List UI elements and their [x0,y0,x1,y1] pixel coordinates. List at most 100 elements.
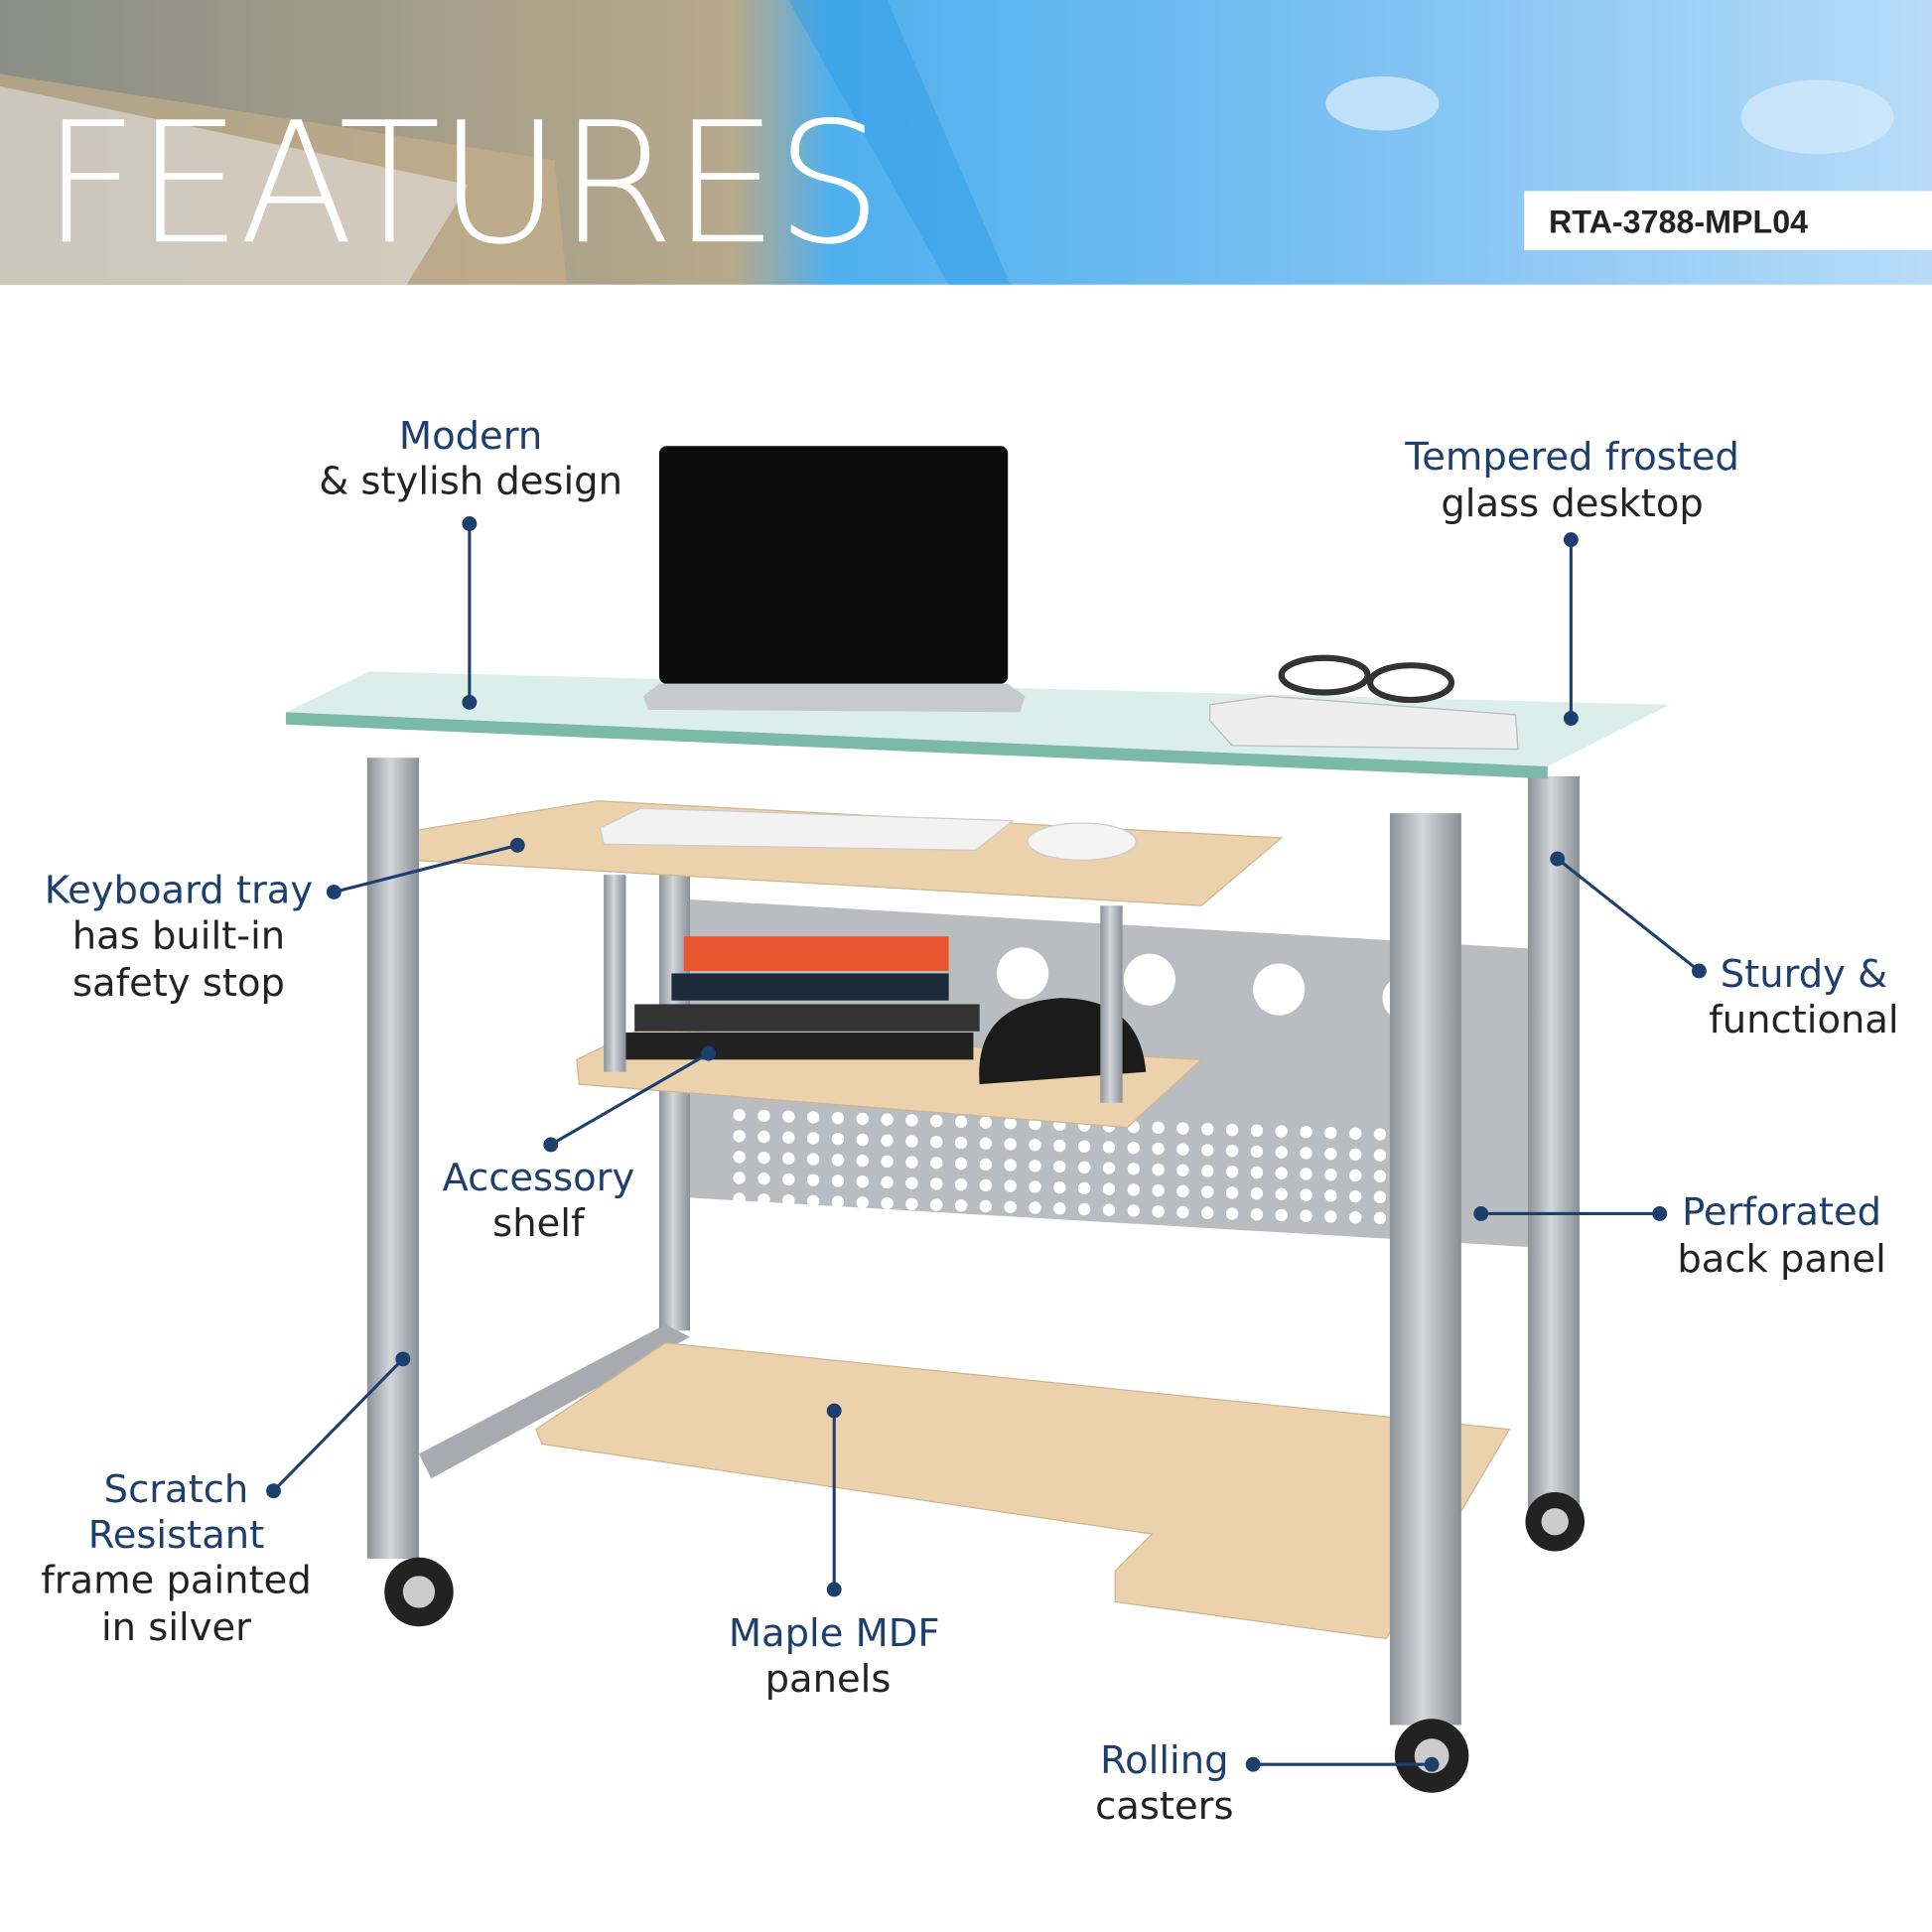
perforation-hole [1152,1183,1165,1197]
perforation-hole [1029,1138,1041,1152]
keyboard-backdrop [0,85,469,285]
perforation-hole [1324,1169,1337,1181]
perforation-hole [979,1137,993,1150]
perforation-hole [1102,1203,1116,1216]
laptop-base [642,683,1026,713]
perforation-hole [758,1151,770,1165]
bottom-shelf [535,1342,1511,1640]
perforation-hole [930,1157,943,1170]
perforation-hole [1373,1170,1387,1182]
perforation-hole [905,1114,918,1127]
perforation-hole [1176,1184,1189,1198]
perforation-hole [831,1174,845,1187]
perforation-hole [758,1130,770,1144]
books [616,936,980,1060]
perforation-hole [1102,1162,1116,1174]
callout-modern: Modern [399,414,542,459]
perforation-hole [1127,1204,1140,1217]
glass-fastener-icon [1740,79,1894,155]
perforation-hole [1004,1138,1017,1151]
perforation-hole [782,1110,795,1123]
callout-maple-desc: panels [765,1657,892,1702]
perforation-hole [1225,1144,1239,1158]
model-number: RTA-3788-MPL04 [1549,205,1808,240]
callout-glass-desc: glass desktop [1441,482,1703,526]
callout-accessory-desc: shelf [492,1201,586,1246]
perforation-hole [831,1154,845,1167]
banner-title: FEATURES [42,85,880,281]
perforation-hole [1102,1182,1116,1195]
perforation-hole [1348,1189,1362,1203]
perforation-hole [905,1135,918,1148]
perforation-hole [1201,1144,1214,1157]
perforation-hole [954,1199,968,1212]
callout-rolling-desc: casters [1095,1784,1233,1829]
perforation-hole [733,1172,746,1184]
perforation-hole [782,1152,795,1166]
callout-scratch-desc-2: in silver [101,1605,251,1650]
perforation-hole [856,1133,869,1147]
perforation-hole [1176,1205,1189,1219]
perforation-hole [1029,1180,1041,1193]
callout-sturdy-desc: functional [1709,998,1898,1042]
perforation-hole [1225,1207,1239,1220]
perforation-hole [1077,1202,1091,1216]
perforation-hole [881,1196,894,1210]
perforation-hole [1250,1145,1264,1159]
perforation-hole [1300,1209,1312,1222]
casters [384,1491,1586,1793]
perforation-hole [782,1193,795,1207]
laptop-screen [658,446,1009,684]
front-right-leg [1389,813,1461,1725]
perforation-hole [1348,1127,1362,1140]
keyboard [599,807,1015,851]
perforation-hole [1373,1128,1387,1141]
callout-keyboard-tray: Keyboard tray [45,869,313,913]
perforation-hole [979,1158,993,1172]
perforation-hole [782,1131,795,1144]
perforation-hole [1004,1179,1017,1192]
mouse [1027,822,1137,861]
callout-rolling: Rolling [1100,1738,1228,1783]
perforation-hole [1324,1126,1337,1140]
perforation-hole [954,1177,968,1191]
perforation-hole [1324,1189,1337,1202]
perforation-hole [1300,1147,1312,1160]
callout-modern-desc: & stylish design [319,460,622,504]
perforation-hole [1275,1125,1288,1138]
perforation-hole [1201,1206,1214,1219]
perforation-hole [905,1197,918,1210]
perforation-hole [1275,1187,1288,1201]
perforation-hole [856,1174,869,1188]
perforation-hole [1077,1181,1091,1195]
perforation-hole [1250,1124,1264,1138]
perforation-hole [1004,1117,1017,1130]
perforation-hole [1201,1185,1214,1198]
perforation-hole [856,1112,869,1126]
perforation-hole [1201,1123,1214,1136]
perforation-hole [930,1198,943,1211]
perforation-hole [1373,1190,1387,1204]
front-left-leg [366,758,419,1559]
perforation-hole [1152,1142,1165,1156]
callout-sturdy: Sturdy & [1721,952,1887,997]
perforation-hole [1029,1201,1041,1214]
perforation-hole [1127,1163,1140,1175]
perforation-hole [806,1132,820,1145]
callout-glass: Tempered frosted [1404,435,1739,480]
perforation-hole [905,1176,918,1189]
perforation-hole [1029,1160,1041,1173]
perforation-hole [831,1133,845,1146]
perforation-hole [1225,1123,1239,1137]
perforation-hole [806,1111,820,1124]
perforation-hole [1324,1210,1337,1223]
perforation-hole [1127,1183,1140,1196]
perforation-hole [1275,1208,1288,1222]
perforation-hole [1053,1180,1066,1194]
callout-keyboard-desc-2: safety stop [72,961,285,1006]
perforation-hole [1348,1148,1362,1162]
callout-keyboard-desc-1: has built-in [72,914,285,959]
perforation-hole [1373,1211,1387,1225]
perforation-hole [782,1173,795,1186]
